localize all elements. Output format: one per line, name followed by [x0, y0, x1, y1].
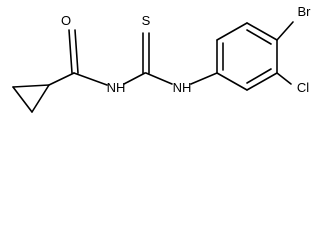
oxygen-atom-label: O — [61, 13, 71, 28]
benzene-bond-3 — [246, 22, 278, 41]
carbonyl-double-bond-a — [68, 29, 73, 74]
benzene-bond-5-inner — [246, 68, 272, 84]
bromine-bond — [276, 21, 294, 41]
benzene-bond-5 — [246, 72, 278, 91]
cyclopropyl-carbonyl-bond — [48, 72, 75, 86]
chlorine-bond — [276, 72, 292, 85]
carbonyl-nh-bond — [73, 72, 108, 86]
cyclopropane-bond-3 — [12, 84, 50, 88]
bromine-atom-label: Br — [298, 4, 312, 19]
thiocarbonyl-nh-bond — [145, 72, 173, 85]
chlorine-atom-label: Cl — [297, 80, 309, 95]
nh-aryl-bond — [190, 72, 218, 85]
sulfur-atom-label: S — [142, 13, 151, 28]
benzene-bond-6 — [216, 72, 248, 91]
chemical-structure: O S NH NH Br Cl — [12, 4, 312, 113]
cyclopropane-bond-1 — [31, 84, 50, 113]
cyclopropane-bond-2 — [12, 86, 33, 113]
aryl-nh-atom-label: NH — [173, 80, 192, 95]
benzene-bond-2 — [216, 22, 248, 41]
benzene-bond-3-inner — [246, 29, 272, 45]
nh-thiocarbonyl-bond — [123, 72, 146, 85]
amide-nh-atom-label: NH — [107, 80, 126, 95]
carbonyl-double-bond-b — [74, 29, 79, 74]
